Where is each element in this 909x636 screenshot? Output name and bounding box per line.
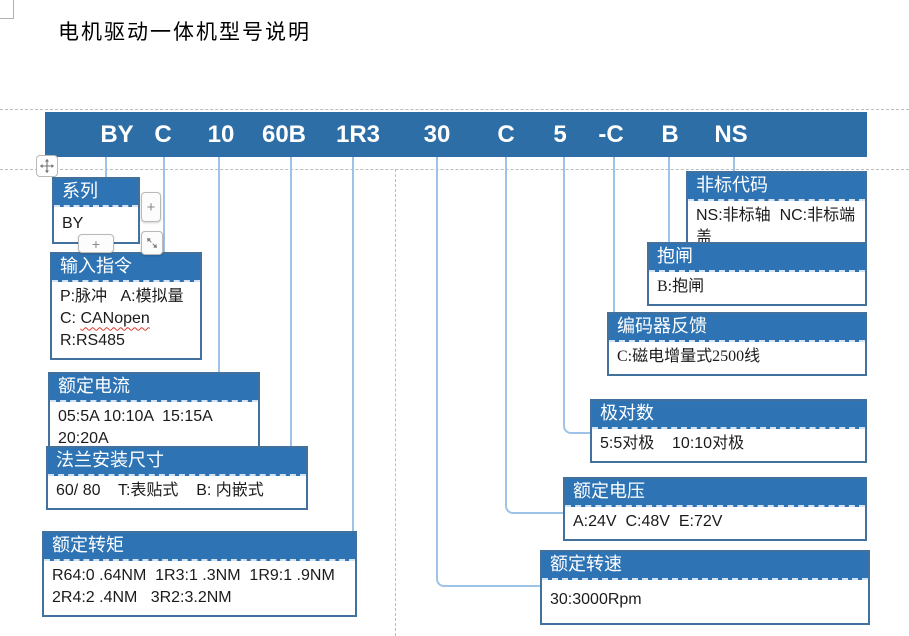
resize-handle[interactable] [141,231,163,255]
connector-line-input-cmd [163,157,165,253]
connector-line-rated-torque [352,157,354,532]
plus-icon: + [146,198,156,216]
box-encoder-feedback-title: 编码器反馈 [609,314,865,342]
box-brake[interactable]: 抱闸 B:抱闸 [647,242,867,306]
resize-diagonal-icon [147,238,157,248]
canvas-guide-vertical [395,169,396,636]
model-segment-encoder: -C [598,120,624,148]
box-rated-current-title: 额定电流 [50,374,258,402]
input-command-line-1: P:脉冲 A:模拟量 [60,287,184,305]
model-segment-rated-torque: 1R3 [335,120,381,148]
model-segment-series: BY [100,120,134,148]
corner-cell-artifact [0,0,14,19]
canopen-word-spellcheck: CANopen [80,309,150,327]
move-handle[interactable] [36,155,58,177]
box-rated-voltage[interactable]: 额定电压 A:24V C:48V E:72V [563,477,867,541]
connector-line-brake [668,157,670,242]
connector-line-encoder [613,157,615,312]
model-segment-pole-pairs: 5 [553,120,567,148]
model-segment-input-cmd: C [154,120,172,148]
box-rated-speed[interactable]: 额定转速 30:3000Rpm [540,550,870,625]
connector-line-nonstandard [733,157,735,171]
brake-value: B:抱闸 [657,277,705,295]
box-rated-torque-title: 额定转矩 [44,533,355,561]
rated-torque-line-1: R64:0 .64NM 1R3:1 .3NM 1R9:1 .9NM [52,566,335,584]
box-flange-size-title: 法兰安装尺寸 [48,448,306,476]
rated-voltage-values: A:24V C:48V E:72V [573,512,723,530]
add-column-button[interactable]: + [78,234,114,253]
box-rated-speed-title: 额定转速 [542,552,868,580]
model-segment-brake: B [661,120,679,148]
box-rated-current[interactable]: 额定电流 05:5A 10:10A 15:15A 20:20A [48,372,260,458]
rated-speed-value: 30:3000Rpm [550,590,642,608]
model-segment-rated-current: 10 [207,120,235,148]
move-icon [39,158,55,174]
encoder-feedback-value: C:磁电增量式2500线 [617,347,761,365]
box-brake-title: 抱闸 [649,244,865,272]
plus-icon: + [91,235,101,252]
box-flange-size[interactable]: 法兰安装尺寸 60/ 80 T:表贴式 B: 内嵌式 [46,446,308,510]
box-input-command[interactable]: 输入指令 P:脉冲 A:模拟量 C: CANopen R:RS485 [50,252,202,360]
canvas-guide-top [0,109,909,110]
rated-torque-line-2: 2R4:2 .4NM 3R2:3.2NM [52,588,232,606]
connector-line-pole-pairs [563,157,592,434]
box-series[interactable]: 系列 BY [52,177,140,244]
box-nonstandard-code-title: 非标代码 [688,173,865,201]
box-pole-pairs[interactable]: 极对数 5:5对极 10:10对极 [590,399,867,463]
box-encoder-feedback[interactable]: 编码器反馈 C:磁电增量式2500线 [607,312,867,376]
connector-line-rated-current [218,157,220,373]
connector-line-rated-speed [436,157,542,587]
connector-line-flange [290,157,292,447]
pole-pairs-values: 5:5对极 10:10对极 [600,434,745,452]
box-input-command-title: 输入指令 [52,254,200,282]
rated-current-values: 05:5A 10:10A 15:15A 20:20A [58,407,217,447]
box-series-title: 系列 [54,179,138,207]
model-segment-flange: 60B [261,120,307,148]
connector-line-series [105,157,107,178]
canvas-guide-middle [0,169,909,170]
box-series-value: BY [62,214,84,232]
flange-size-values: 60/ 80 T:表贴式 B: 内嵌式 [56,481,264,499]
nonstandard-code-values: NS:非标轴 NC:非标端盖 [696,206,856,246]
model-segment-rated-voltage: C [497,120,515,148]
box-rated-torque[interactable]: 额定转矩 R64:0 .64NM 1R3:1 .3NM 1R9:1 .9NM 2… [42,531,357,617]
canopen-prefix: C: [60,309,81,327]
box-pole-pairs-title: 极对数 [592,401,865,429]
add-row-button[interactable]: + [141,192,161,222]
model-code-bar[interactable]: BY C 10 60B 1R3 30 C 5 -C B NS [45,112,867,157]
connector-line-rated-voltage [505,157,565,514]
box-rated-voltage-title: 额定电压 [565,479,865,507]
model-segment-nonstandard: NS [714,120,748,148]
input-command-line-3: R:RS485 [60,331,125,349]
page-title: 电机驱动一体机型号说明 [58,20,311,44]
model-segment-rated-speed: 30 [423,120,451,148]
input-command-line-2: C: CANopen [60,308,192,330]
